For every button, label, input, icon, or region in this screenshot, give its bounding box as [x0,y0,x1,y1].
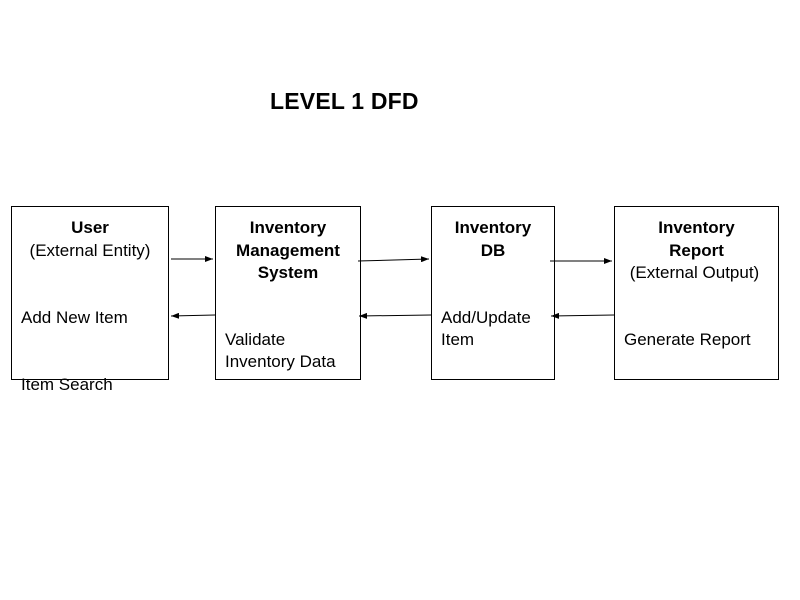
report-name: Inventory Report [658,218,735,260]
flow-arrow-db-to-ims [358,312,432,319]
report-heading: Inventory Report (External Output) [615,217,778,285]
db-heading: Inventory DB [432,217,554,262]
user-item-item-search: Item Search [21,375,113,394]
db-item-add-update: Add/Update Item [441,307,531,350]
ims-item-validate: Validate Inventory Data [225,329,336,372]
report-items: Generate Report [624,306,751,374]
user-external-entity-box: User (External Entity) Add New Item Item… [11,206,169,394]
inventory-db-box: Inventory DB Add/Update Item [431,206,555,380]
user-item-add-new-item: Add New Item [21,307,128,327]
db-name: Inventory DB [454,218,532,260]
diagram-title: LEVEL 1 DFD [270,88,419,114]
flow-arrow-report-to-db [550,312,615,319]
user-items: Add New Item Item Search [21,284,128,419]
ims-heading: Inventory Management System [216,217,360,285]
db-items: Add/Update Item [441,284,531,374]
flow-arrow-ims-to-db [357,256,430,263]
user-subtitle: (External Entity) [29,240,151,260]
report-subtitle: (External Output) [629,263,760,282]
flow-arrow-ims-to-user [170,312,216,319]
ims-items: Validate Inventory Data [225,306,336,396]
inventory-management-system-box: Inventory Management System Validate Inv… [215,206,361,380]
report-item-generate: Generate Report [624,329,751,349]
ims-name: Inventory Management System [236,218,340,282]
user-name: User [71,218,109,237]
user-heading: User (External Entity) [12,217,168,262]
inventory-report-box: Inventory Report (External Output) Gener… [614,206,779,380]
